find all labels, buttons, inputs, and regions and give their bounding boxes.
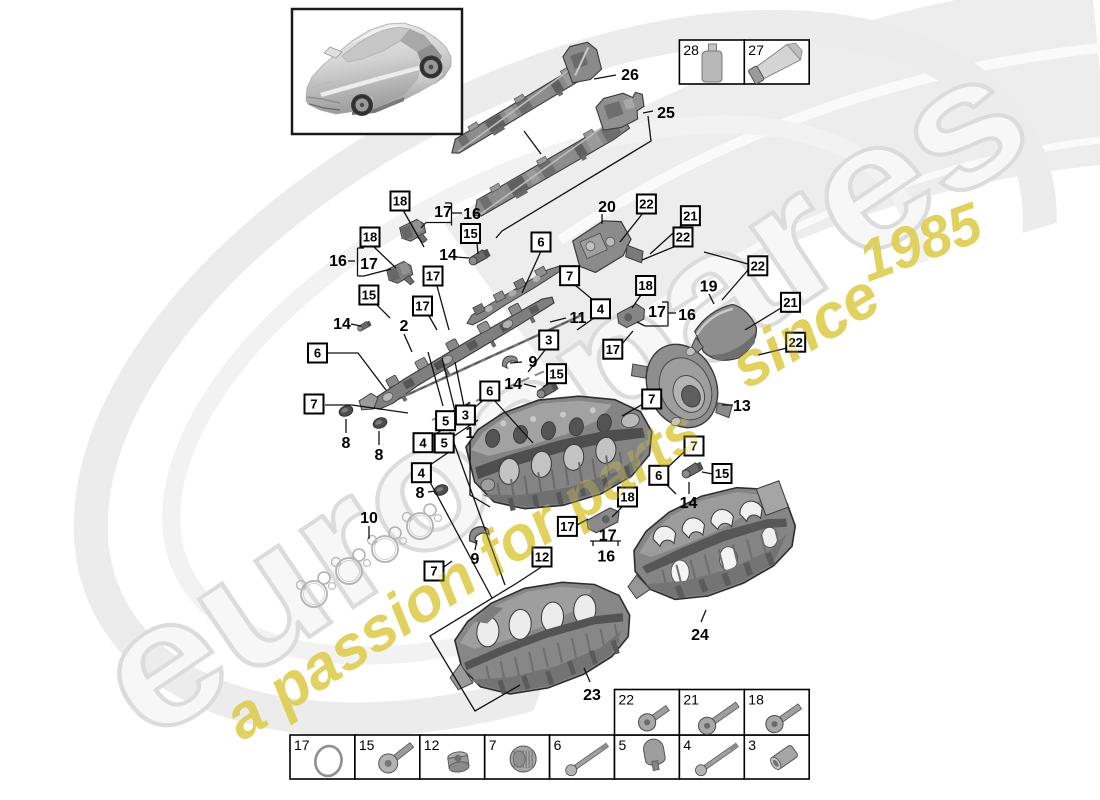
svg-text:15: 15 <box>715 466 729 481</box>
svg-text:10: 10 <box>360 510 378 527</box>
svg-text:17: 17 <box>415 299 429 314</box>
svg-text:6: 6 <box>314 346 321 361</box>
svg-text:4: 4 <box>418 465 426 480</box>
svg-text:9: 9 <box>529 354 538 371</box>
svg-text:22: 22 <box>788 335 802 350</box>
svg-text:18: 18 <box>363 230 377 245</box>
svg-text:5: 5 <box>442 413 449 428</box>
svg-text:7: 7 <box>489 737 497 753</box>
svg-text:17: 17 <box>560 519 574 534</box>
svg-text:18: 18 <box>748 692 764 708</box>
svg-text:4: 4 <box>683 737 691 753</box>
svg-text:6: 6 <box>554 737 562 753</box>
svg-text:17: 17 <box>599 527 617 544</box>
svg-text:2: 2 <box>400 318 409 335</box>
svg-text:5: 5 <box>619 737 627 753</box>
svg-text:14: 14 <box>504 376 522 393</box>
svg-text:24: 24 <box>691 627 709 644</box>
svg-text:8: 8 <box>416 485 425 502</box>
svg-text:5: 5 <box>441 436 448 451</box>
svg-text:4: 4 <box>597 302 605 317</box>
svg-text:6: 6 <box>486 384 493 399</box>
svg-text:17: 17 <box>294 737 310 753</box>
svg-text:7: 7 <box>310 397 317 412</box>
svg-text:7: 7 <box>648 392 655 407</box>
svg-text:14: 14 <box>333 316 351 333</box>
svg-text:16: 16 <box>463 206 481 223</box>
svg-text:12: 12 <box>535 550 549 565</box>
svg-text:6: 6 <box>655 468 662 483</box>
svg-text:16: 16 <box>329 253 347 270</box>
svg-text:1: 1 <box>466 425 475 442</box>
svg-text:19: 19 <box>700 278 718 295</box>
svg-text:14: 14 <box>439 247 457 264</box>
svg-text:17: 17 <box>606 342 620 357</box>
svg-text:21: 21 <box>683 208 697 223</box>
svg-text:16: 16 <box>678 307 696 324</box>
svg-text:28: 28 <box>683 42 699 58</box>
svg-text:18: 18 <box>638 278 652 293</box>
svg-text:20: 20 <box>598 199 616 216</box>
svg-text:27: 27 <box>748 42 764 58</box>
svg-text:8: 8 <box>342 435 351 452</box>
svg-text:13: 13 <box>733 398 751 415</box>
svg-text:4: 4 <box>419 435 427 450</box>
svg-text:23: 23 <box>583 687 601 704</box>
svg-text:17: 17 <box>648 304 666 321</box>
svg-text:25: 25 <box>657 105 675 122</box>
svg-text:21: 21 <box>783 295 797 310</box>
svg-text:12: 12 <box>424 737 440 753</box>
svg-text:17: 17 <box>426 269 440 284</box>
svg-text:21: 21 <box>683 692 699 708</box>
svg-text:17: 17 <box>360 256 378 273</box>
svg-text:11: 11 <box>570 310 587 327</box>
svg-text:9: 9 <box>471 551 480 568</box>
svg-text:18: 18 <box>393 194 407 209</box>
svg-text:7: 7 <box>430 564 437 579</box>
svg-text:3: 3 <box>545 333 552 348</box>
svg-text:22: 22 <box>619 692 635 708</box>
svg-text:15: 15 <box>463 226 477 241</box>
svg-text:3: 3 <box>462 408 469 423</box>
svg-text:15: 15 <box>362 288 376 303</box>
svg-text:22: 22 <box>751 259 765 274</box>
svg-text:22: 22 <box>639 197 653 212</box>
svg-text:16: 16 <box>597 548 615 565</box>
svg-text:22: 22 <box>676 230 690 245</box>
svg-text:17: 17 <box>434 204 452 221</box>
svg-text:26: 26 <box>621 67 639 84</box>
svg-text:7: 7 <box>690 439 697 454</box>
svg-text:3: 3 <box>748 737 756 753</box>
svg-text:18: 18 <box>620 490 634 505</box>
svg-text:8: 8 <box>375 447 384 464</box>
svg-text:15: 15 <box>549 366 563 381</box>
svg-text:6: 6 <box>537 235 544 250</box>
svg-text:7: 7 <box>566 268 573 283</box>
svg-text:14: 14 <box>680 495 698 512</box>
svg-text:15: 15 <box>359 737 375 753</box>
